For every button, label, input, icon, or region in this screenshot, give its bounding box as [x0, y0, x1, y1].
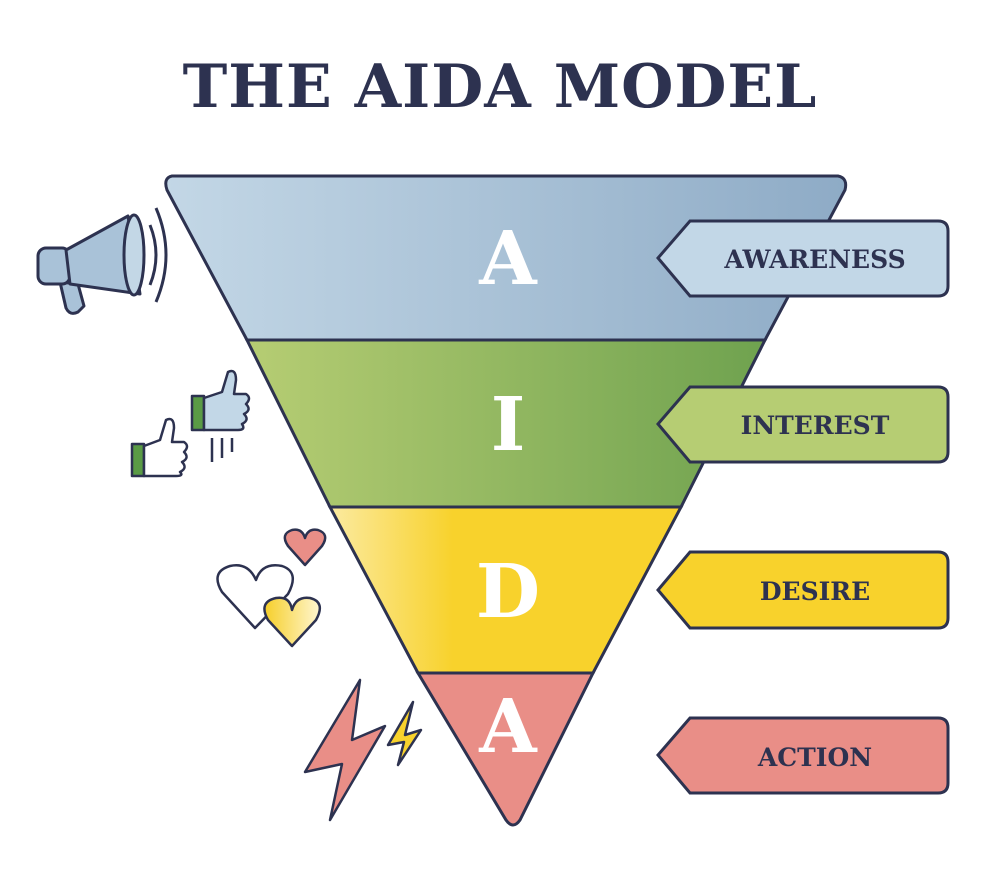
lightning-icon: [303, 678, 423, 822]
stage-letter-awareness: A: [478, 216, 538, 302]
stage-letter-desire: D: [476, 549, 540, 635]
label-tag-awareness: AWARENESS: [656, 219, 950, 298]
funnel: [164, 174, 848, 827]
page-title: THE AIDA MODEL: [182, 52, 818, 122]
label-desire: DESIRE: [760, 577, 870, 606]
megaphone-icon: [36, 207, 168, 315]
label-action: ACTION: [757, 743, 872, 772]
label-tag-desire: DESIRE: [656, 550, 950, 630]
label-tag-interest: INTEREST: [656, 385, 950, 464]
funnel-segment-action: [415, 671, 596, 827]
thumbs-up-icon: [130, 369, 251, 478]
label-awareness: AWARENESS: [723, 245, 905, 274]
hearts-icon: [216, 528, 327, 648]
label-tag-action: ACTION: [656, 716, 950, 795]
stage-letter-action: A: [478, 684, 538, 770]
label-interest: INTEREST: [741, 411, 890, 440]
stage-letter-interest: I: [491, 382, 526, 468]
